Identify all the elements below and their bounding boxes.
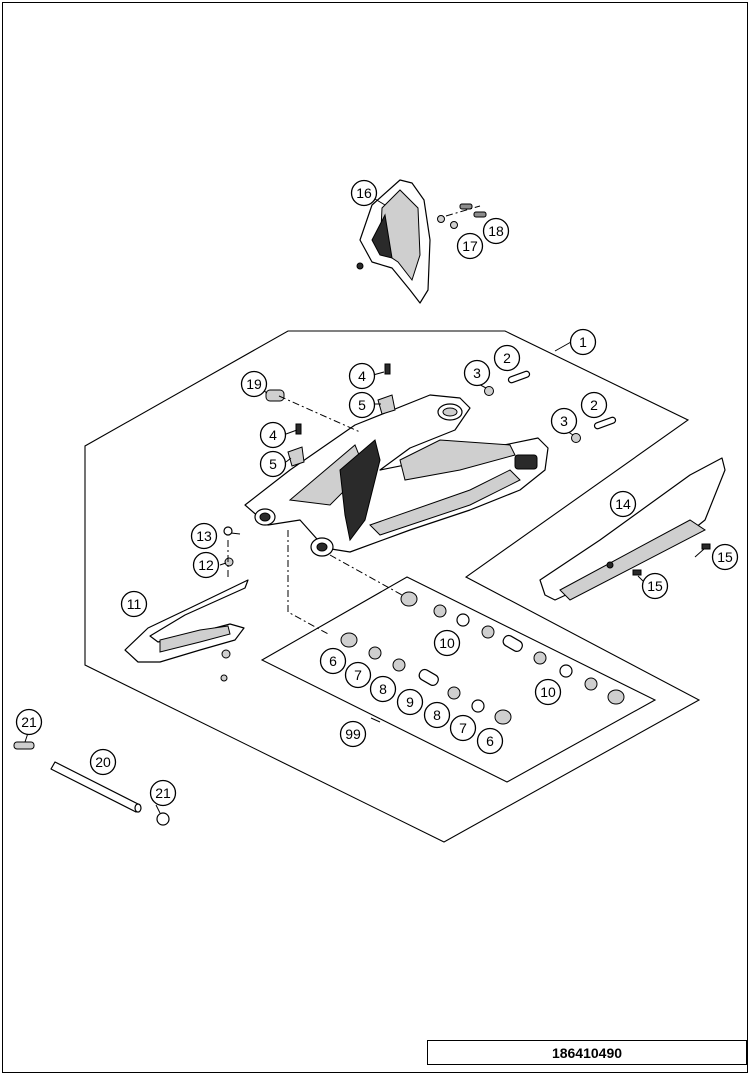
- callout-16: 16: [350, 179, 378, 207]
- callout-15: 15: [641, 572, 669, 600]
- callout-18: 18: [482, 217, 510, 245]
- svg-text:19: 19: [246, 376, 262, 392]
- svg-text:14: 14: [615, 496, 631, 512]
- axis-line: [329, 554, 403, 596]
- callout-10: 10: [433, 629, 461, 657]
- callout-11: 11: [120, 590, 148, 618]
- callout-21: 21: [149, 779, 177, 807]
- svg-text:3: 3: [473, 365, 481, 381]
- callout-19: 19: [240, 370, 268, 398]
- bushing-part: [265, 389, 285, 402]
- svg-text:7: 7: [354, 667, 362, 683]
- screw-part: [701, 543, 711, 550]
- callout-9: 9: [396, 688, 424, 716]
- svg-text:7: 7: [459, 720, 467, 736]
- svg-text:12: 12: [198, 557, 214, 573]
- callout-8: 8: [369, 675, 397, 703]
- svg-text:15: 15: [717, 549, 733, 565]
- chain-cover-part: [539, 457, 726, 601]
- svg-text:17: 17: [462, 238, 478, 254]
- callout-5: 5: [348, 391, 376, 419]
- svg-text:11: 11: [127, 596, 142, 612]
- svg-text:8: 8: [379, 681, 387, 697]
- callout-2: 2: [493, 344, 521, 372]
- callout-7: 7: [344, 661, 372, 689]
- svg-text:20: 20: [95, 754, 111, 770]
- callout-13: 13: [190, 522, 218, 550]
- chain-slider-part: [124, 526, 249, 682]
- callout-6: 6: [476, 727, 504, 755]
- callout-20: 20: [89, 748, 117, 776]
- callout-99: 99: [339, 720, 367, 748]
- callout-4: 4: [348, 362, 376, 390]
- svg-text:8: 8: [433, 707, 441, 723]
- pivot-shaft-part: [13, 741, 170, 826]
- svg-text:99: 99: [345, 726, 361, 742]
- svg-text:10: 10: [439, 635, 455, 651]
- assembly-boundary-swingarm: [84, 330, 701, 843]
- callout-1: 1: [569, 328, 597, 356]
- svg-text:2: 2: [503, 350, 511, 366]
- clip-screws-part: [287, 363, 396, 467]
- svg-text:21: 21: [21, 714, 37, 730]
- callout-7: 7: [449, 714, 477, 742]
- svg-text:18: 18: [488, 223, 504, 239]
- axis-line: [445, 205, 481, 217]
- svg-text:4: 4: [358, 368, 366, 384]
- guard-screws-part: [437, 203, 487, 229]
- svg-text:13: 13: [196, 528, 212, 544]
- callout-4: 4: [259, 421, 287, 449]
- svg-text:10: 10: [540, 684, 556, 700]
- svg-text:1: 1: [579, 334, 587, 350]
- drawing-number: 186410490: [427, 1040, 747, 1065]
- svg-text:2: 2: [590, 397, 598, 413]
- callout-10: 10: [534, 678, 562, 706]
- assembly-boundary-bearing-kit: [260, 576, 657, 783]
- callout-12: 12: [192, 551, 220, 579]
- svg-text:15: 15: [647, 578, 663, 594]
- callout-5: 5: [259, 450, 287, 478]
- callout-14: 14: [609, 490, 637, 518]
- svg-text:6: 6: [329, 653, 337, 669]
- callout-6: 6: [319, 647, 347, 675]
- axis-line: [278, 395, 361, 433]
- pins-and-nuts-part: [484, 370, 617, 443]
- svg-text:16: 16: [356, 185, 372, 201]
- callout-3: 3: [550, 407, 578, 435]
- svg-text:21: 21: [155, 785, 171, 801]
- callout-2: 2: [580, 391, 608, 419]
- svg-text:9: 9: [406, 694, 414, 710]
- callout-17: 17: [456, 232, 484, 260]
- callout-8: 8: [423, 701, 451, 729]
- svg-text:6: 6: [486, 733, 494, 749]
- svg-text:3: 3: [560, 413, 568, 429]
- bearing-parts-part: [340, 591, 625, 725]
- swingarm-part: [244, 394, 549, 557]
- screw-part: [632, 569, 642, 576]
- callout-3: 3: [463, 359, 491, 387]
- svg-text:5: 5: [269, 456, 277, 472]
- svg-text:5: 5: [358, 397, 366, 413]
- callout-15: 15: [711, 543, 739, 571]
- chain-guard-part: [356, 179, 431, 304]
- callout-21: 21: [15, 708, 43, 736]
- axis-line: [287, 530, 331, 636]
- svg-text:4: 4: [269, 427, 277, 443]
